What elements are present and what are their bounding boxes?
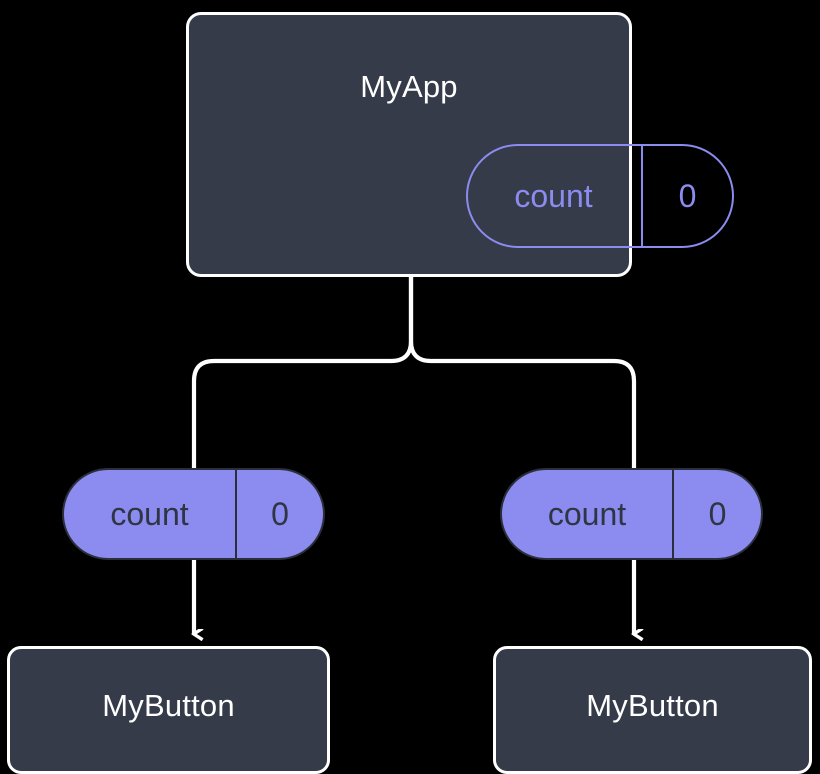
state-pill-myapp[interactable]: count 0	[466, 144, 734, 248]
component-card-mybutton-left[interactable]: MyButton	[7, 646, 330, 774]
prop-pill-left[interactable]: count 0	[62, 468, 325, 560]
fork-connector	[191, 277, 637, 468]
component-card-mybutton-right[interactable]: MyButton	[493, 646, 812, 774]
component-name-mybutton-right: MyButton	[586, 688, 719, 723]
component-name-mybutton-left: MyButton	[102, 688, 235, 723]
prop-value-label: 0	[235, 470, 323, 558]
prop-value-label: 0	[672, 470, 761, 558]
component-card-myapp[interactable]: MyApp count 0	[186, 12, 734, 277]
prop-pill-right[interactable]: count 0	[500, 468, 763, 560]
state-key-label: count	[514, 177, 593, 214]
prop-key-label: count	[547, 495, 627, 532]
prop-key-label: count	[110, 495, 189, 532]
state-value-label: 0	[641, 146, 732, 246]
component-name-myapp: MyApp	[360, 69, 458, 104]
